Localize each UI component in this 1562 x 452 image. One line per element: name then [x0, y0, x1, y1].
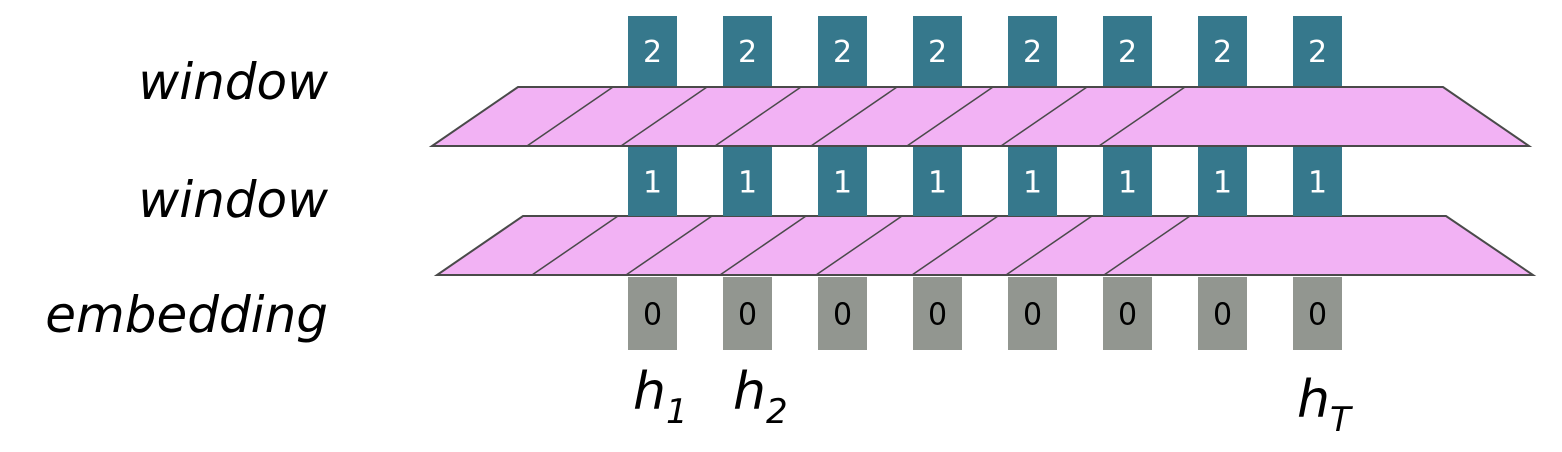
- window-node-1: [1293, 147, 1342, 216]
- window-node-2: [723, 16, 772, 86]
- token-label-hT: hT: [1297, 370, 1351, 440]
- token-label-h2: h2: [733, 362, 788, 432]
- window-node-2: [913, 16, 962, 86]
- embedding-node-0-label: 0: [643, 298, 662, 333]
- window-node-2: [1008, 16, 1057, 86]
- embedding-node-0: [1293, 277, 1342, 350]
- window-node-2-label: 2: [1023, 35, 1042, 70]
- embedding-node-0-label: 0: [928, 298, 947, 333]
- window-node-2-label: 2: [1213, 35, 1232, 70]
- window-band-upper-divider: [620, 86, 708, 147]
- embedding-node-0: [723, 277, 772, 350]
- embedding-node-0: [818, 277, 867, 350]
- embedding-node-0-label: 0: [1213, 298, 1232, 333]
- window-node-2-label: 2: [643, 35, 662, 70]
- window-node-1: [818, 147, 867, 216]
- embedding-node-0-label: 0: [833, 298, 852, 333]
- window-node-1-label: 1: [1023, 166, 1042, 201]
- row-label-top: window: [138, 53, 328, 111]
- row-label-middle: window: [138, 171, 328, 229]
- window-node-1: [1198, 147, 1247, 216]
- window-node-2-label: 2: [738, 35, 757, 70]
- window-node-1: [628, 147, 677, 216]
- window-band-lower-divider: [911, 215, 999, 276]
- window-node-2-label: 2: [833, 35, 852, 70]
- window-band-upper-divider: [714, 86, 802, 147]
- window-band-upper-divider: [906, 86, 994, 147]
- window-band-upper-divider: [1000, 86, 1088, 147]
- window-node-1-label: 1: [643, 166, 662, 201]
- window-band-lower-divider: [719, 215, 807, 276]
- embedding-node-0: [913, 277, 962, 350]
- embedding-node-0: [628, 277, 677, 350]
- window-node-1-label: 1: [1118, 166, 1137, 201]
- window-band-lower-divider: [531, 215, 619, 276]
- window-band-lower-divider: [815, 215, 903, 276]
- window-node-1-label: 1: [928, 166, 947, 201]
- window-node-2-label: 2: [1308, 35, 1327, 70]
- embedding-node-0-label: 0: [1308, 298, 1327, 333]
- window-node-2: [628, 16, 677, 86]
- window-band-upper: [428, 86, 1533, 147]
- window-node-2: [1198, 16, 1247, 86]
- embedding-node-0: [1198, 277, 1247, 350]
- window-band-upper-divider: [810, 86, 898, 147]
- window-node-1-label: 1: [738, 166, 757, 201]
- window-node-2-label: 2: [928, 35, 947, 70]
- embedding-node-0-label: 0: [1023, 298, 1042, 333]
- window-band-lower-divider: [1103, 215, 1191, 276]
- window-node-1: [1008, 147, 1057, 216]
- window-node-1-label: 1: [1308, 166, 1327, 201]
- window-node-2-label: 2: [1118, 35, 1137, 70]
- window-node-2: [1293, 16, 1342, 86]
- window-band-upper-divider: [526, 86, 614, 147]
- window-node-1: [913, 147, 962, 216]
- token-label-h1: h1: [633, 362, 688, 432]
- window-node-1-label: 1: [1213, 166, 1232, 201]
- window-band-upper-divider: [1098, 86, 1186, 147]
- embedding-node-0-label: 0: [738, 298, 757, 333]
- window-node-2: [1103, 16, 1152, 86]
- window-node-1-label: 1: [833, 166, 852, 201]
- embedding-node-0: [1103, 277, 1152, 350]
- window-band-lower-divider: [1005, 215, 1093, 276]
- window-node-2: [818, 16, 867, 86]
- window-node-1: [723, 147, 772, 216]
- embedding-node-0: [1008, 277, 1057, 350]
- window-band-lower-divider: [625, 215, 713, 276]
- embedding-node-0-label: 0: [1118, 298, 1137, 333]
- row-label-bottom: embedding: [45, 286, 328, 344]
- window-node-1: [1103, 147, 1152, 216]
